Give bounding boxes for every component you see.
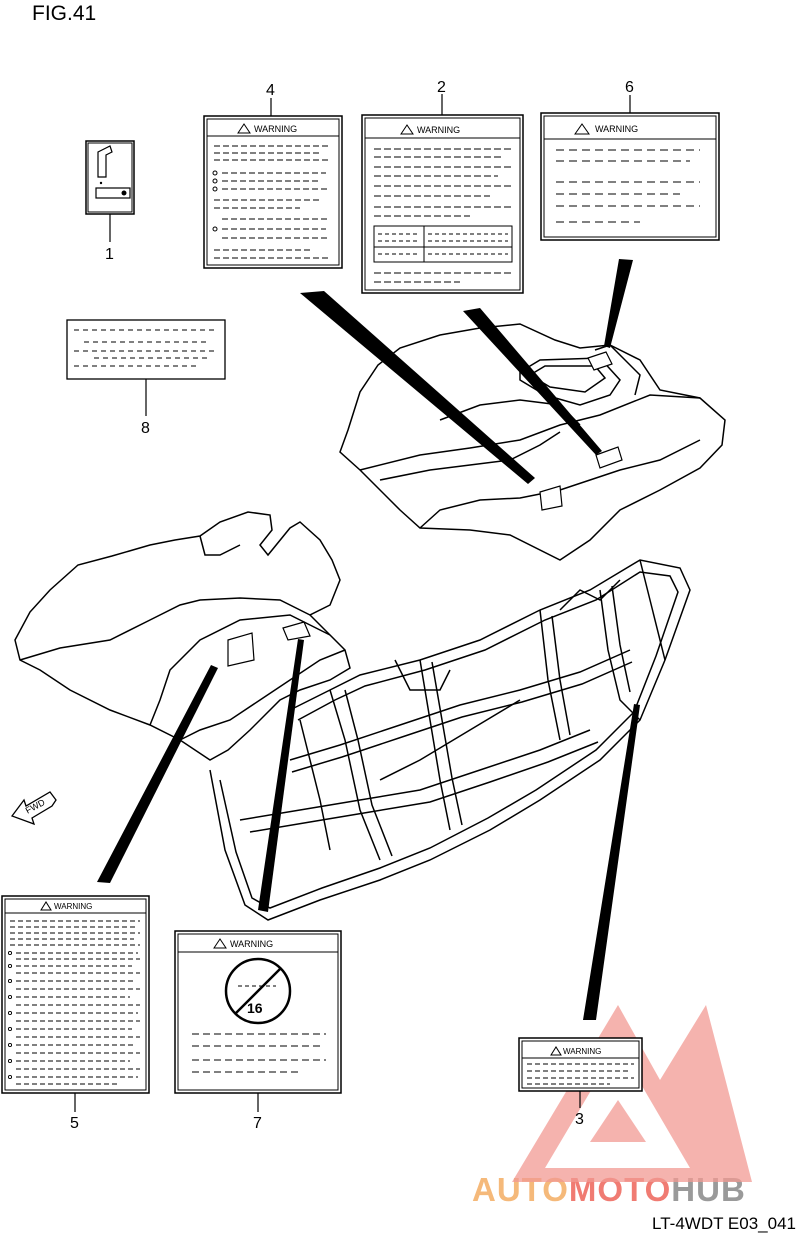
front-fender-label-spots: [227, 621, 311, 667]
callout-5: 5: [70, 1115, 79, 1132]
label-8-decal: [66, 319, 226, 380]
label-5-title: WARNING: [54, 902, 92, 911]
frame: [209, 559, 691, 921]
callout-8: 8: [141, 420, 150, 437]
label-7-warning-decal: WARNING 16: [174, 930, 342, 1094]
label-3-warning-decal: WARNING: [518, 1037, 643, 1092]
callout-1: 1: [105, 246, 114, 263]
watermark-logo: [512, 1005, 752, 1182]
label-7-title: WARNING: [230, 939, 273, 949]
callout-3: 3: [575, 1111, 584, 1128]
fwd-arrow: FWD: [10, 791, 57, 826]
label-7-age-badge: 16: [247, 1000, 263, 1016]
rear-fender-label-spots: [539, 351, 623, 511]
label-6-title: WARNING: [595, 124, 638, 134]
label-6-warning-decal: WARNING: [540, 112, 720, 241]
label-4-title: WARNING: [254, 124, 297, 134]
label-3-title: WARNING: [563, 1047, 601, 1056]
callout-7: 7: [253, 1115, 262, 1132]
label-2-warning-decal: WARNING: [361, 114, 524, 294]
label-4-warning-decal: WARNING: [203, 115, 343, 269]
callout-2: 2: [437, 79, 446, 96]
label-5-warning-decal: WARNING: [1, 895, 150, 1094]
label-2-title: WARNING: [417, 125, 460, 135]
figure-title: FIG.41: [32, 2, 97, 25]
leader-wedges: [97, 259, 640, 1020]
callout-6: 6: [625, 79, 634, 96]
label-1-decal: [85, 140, 135, 215]
callout-4: 4: [266, 82, 275, 99]
diagram-code: LT-4WDT E03_041: [652, 1214, 796, 1233]
